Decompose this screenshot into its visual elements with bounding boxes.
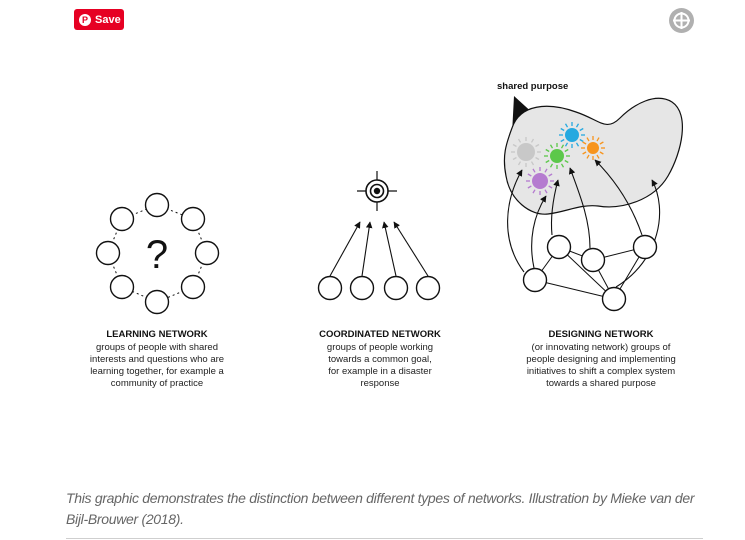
save-label: Save (95, 13, 121, 26)
spark (559, 122, 585, 148)
expand-button[interactable] (669, 8, 694, 33)
designing-desc-line: people designing and implementing (526, 354, 675, 365)
spark (526, 167, 554, 195)
target-icon (357, 171, 397, 211)
coordinated-desc-line: for example in a disaster (328, 366, 432, 377)
designing-desc-line: towards a shared purpose (546, 378, 656, 389)
coordinated-network-title: COORDINATED NETWORK (319, 329, 441, 340)
designing-desc-line: (or innovating network) groups of (532, 342, 671, 353)
coordinated-network-graphic (317, 171, 441, 301)
spark (511, 137, 541, 167)
network-types-diagram: ? shared purpose (90, 81, 683, 389)
coordinated-desc-line: response (360, 378, 399, 389)
caption-divider (66, 538, 703, 539)
expand-crosshair-icon (673, 12, 690, 29)
learning-network-title: LEARNING NETWORK (106, 329, 207, 340)
learning-desc-line: interests and questions who are (90, 354, 224, 365)
shared-purpose-label: shared purpose (497, 81, 568, 92)
learning-network-graphic: ? (95, 192, 220, 315)
idea-sparks (511, 122, 605, 195)
question-mark: ? (146, 233, 168, 277)
image-caption: This graphic demonstrates the distinctio… (66, 490, 695, 527)
designing-network-title: DESIGNING NETWORK (548, 329, 653, 340)
pinterest-save-button[interactable]: P Save (74, 9, 124, 30)
designing-network-graphic: shared purpose (497, 81, 683, 312)
learning-desc-line: groups of people with shared (96, 342, 218, 353)
spark (581, 136, 605, 160)
coordinated-desc-line: groups of people working (327, 342, 433, 353)
spark (544, 143, 570, 169)
learning-desc-line: community of practice (111, 378, 203, 389)
designing-desc-line: initiatives to shift a complex system (527, 366, 675, 377)
pinterest-icon: P (79, 13, 91, 26)
coordinated-desc-line: towards a common goal, (328, 354, 432, 365)
learning-desc-line: learning together, for example a (90, 366, 224, 377)
